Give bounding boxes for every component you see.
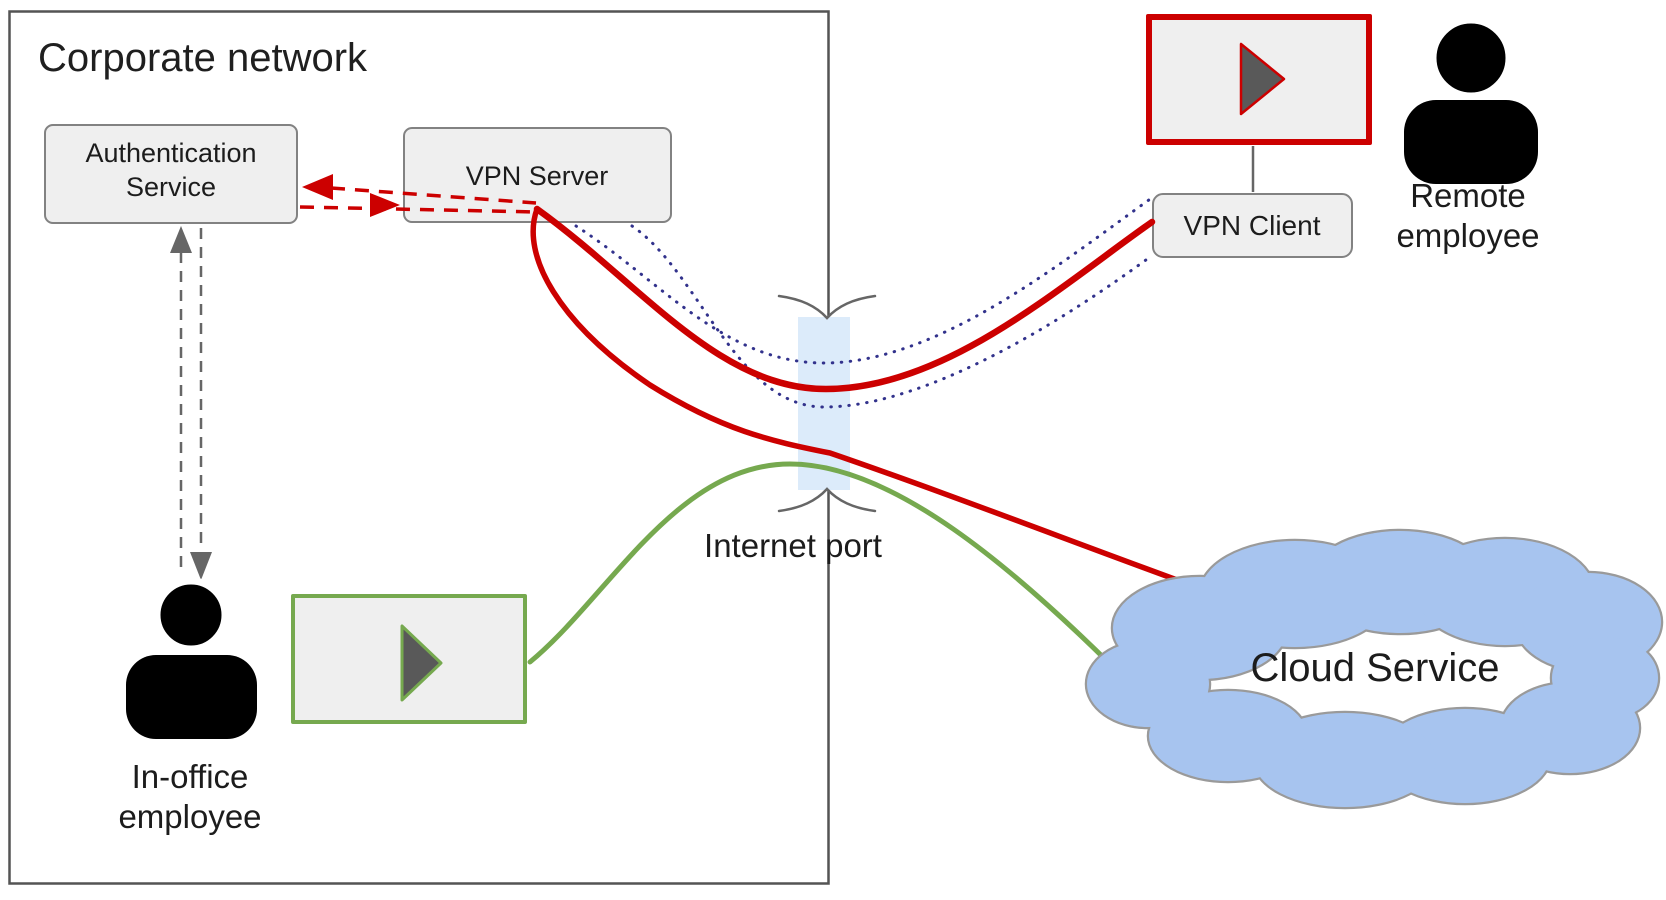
- vpn-client-label: VPN Client: [1183, 210, 1321, 242]
- port-break-top-chevron-icon: [777, 294, 877, 320]
- vpn-tunnel-dotted-boundaries: [574, 195, 1155, 409]
- employee-auth-dashed-arrows: [179, 228, 203, 575]
- person-icon: [1404, 16, 1538, 184]
- internet-port-label: Internet port: [704, 527, 882, 565]
- arrow-down-icon: [190, 552, 212, 580]
- vpn-tunnel-red-line: [533, 205, 1156, 393]
- arrow-left-icon: [302, 174, 333, 200]
- port-break-bottom-chevron-icon: [777, 487, 877, 513]
- office-to-cloud-green-line: [527, 461, 1139, 693]
- person-icon: [126, 577, 257, 739]
- remote-video-screen: [1146, 14, 1372, 145]
- remote-employee-label-line2: employee: [1396, 217, 1540, 255]
- internet-port-band: [798, 317, 850, 490]
- cloud-service-label: Cloud Service: [1250, 646, 1500, 690]
- auth-service-label-line2: Service: [125, 171, 217, 202]
- arrow-right-icon: [370, 193, 400, 217]
- in-office-employee-label-line1: In-office: [131, 758, 249, 796]
- in-office-employee-label-line2: employee: [118, 798, 262, 836]
- office-video-screen: [291, 594, 527, 724]
- arrow-up-icon: [170, 226, 192, 253]
- vpn-server-label: VPN Server: [465, 160, 609, 191]
- remote-employee-label-line1: Remote: [1410, 177, 1526, 215]
- auth-service-label-line1: Authentication: [85, 137, 257, 168]
- corporate-network-title: Corporate network: [38, 36, 368, 80]
